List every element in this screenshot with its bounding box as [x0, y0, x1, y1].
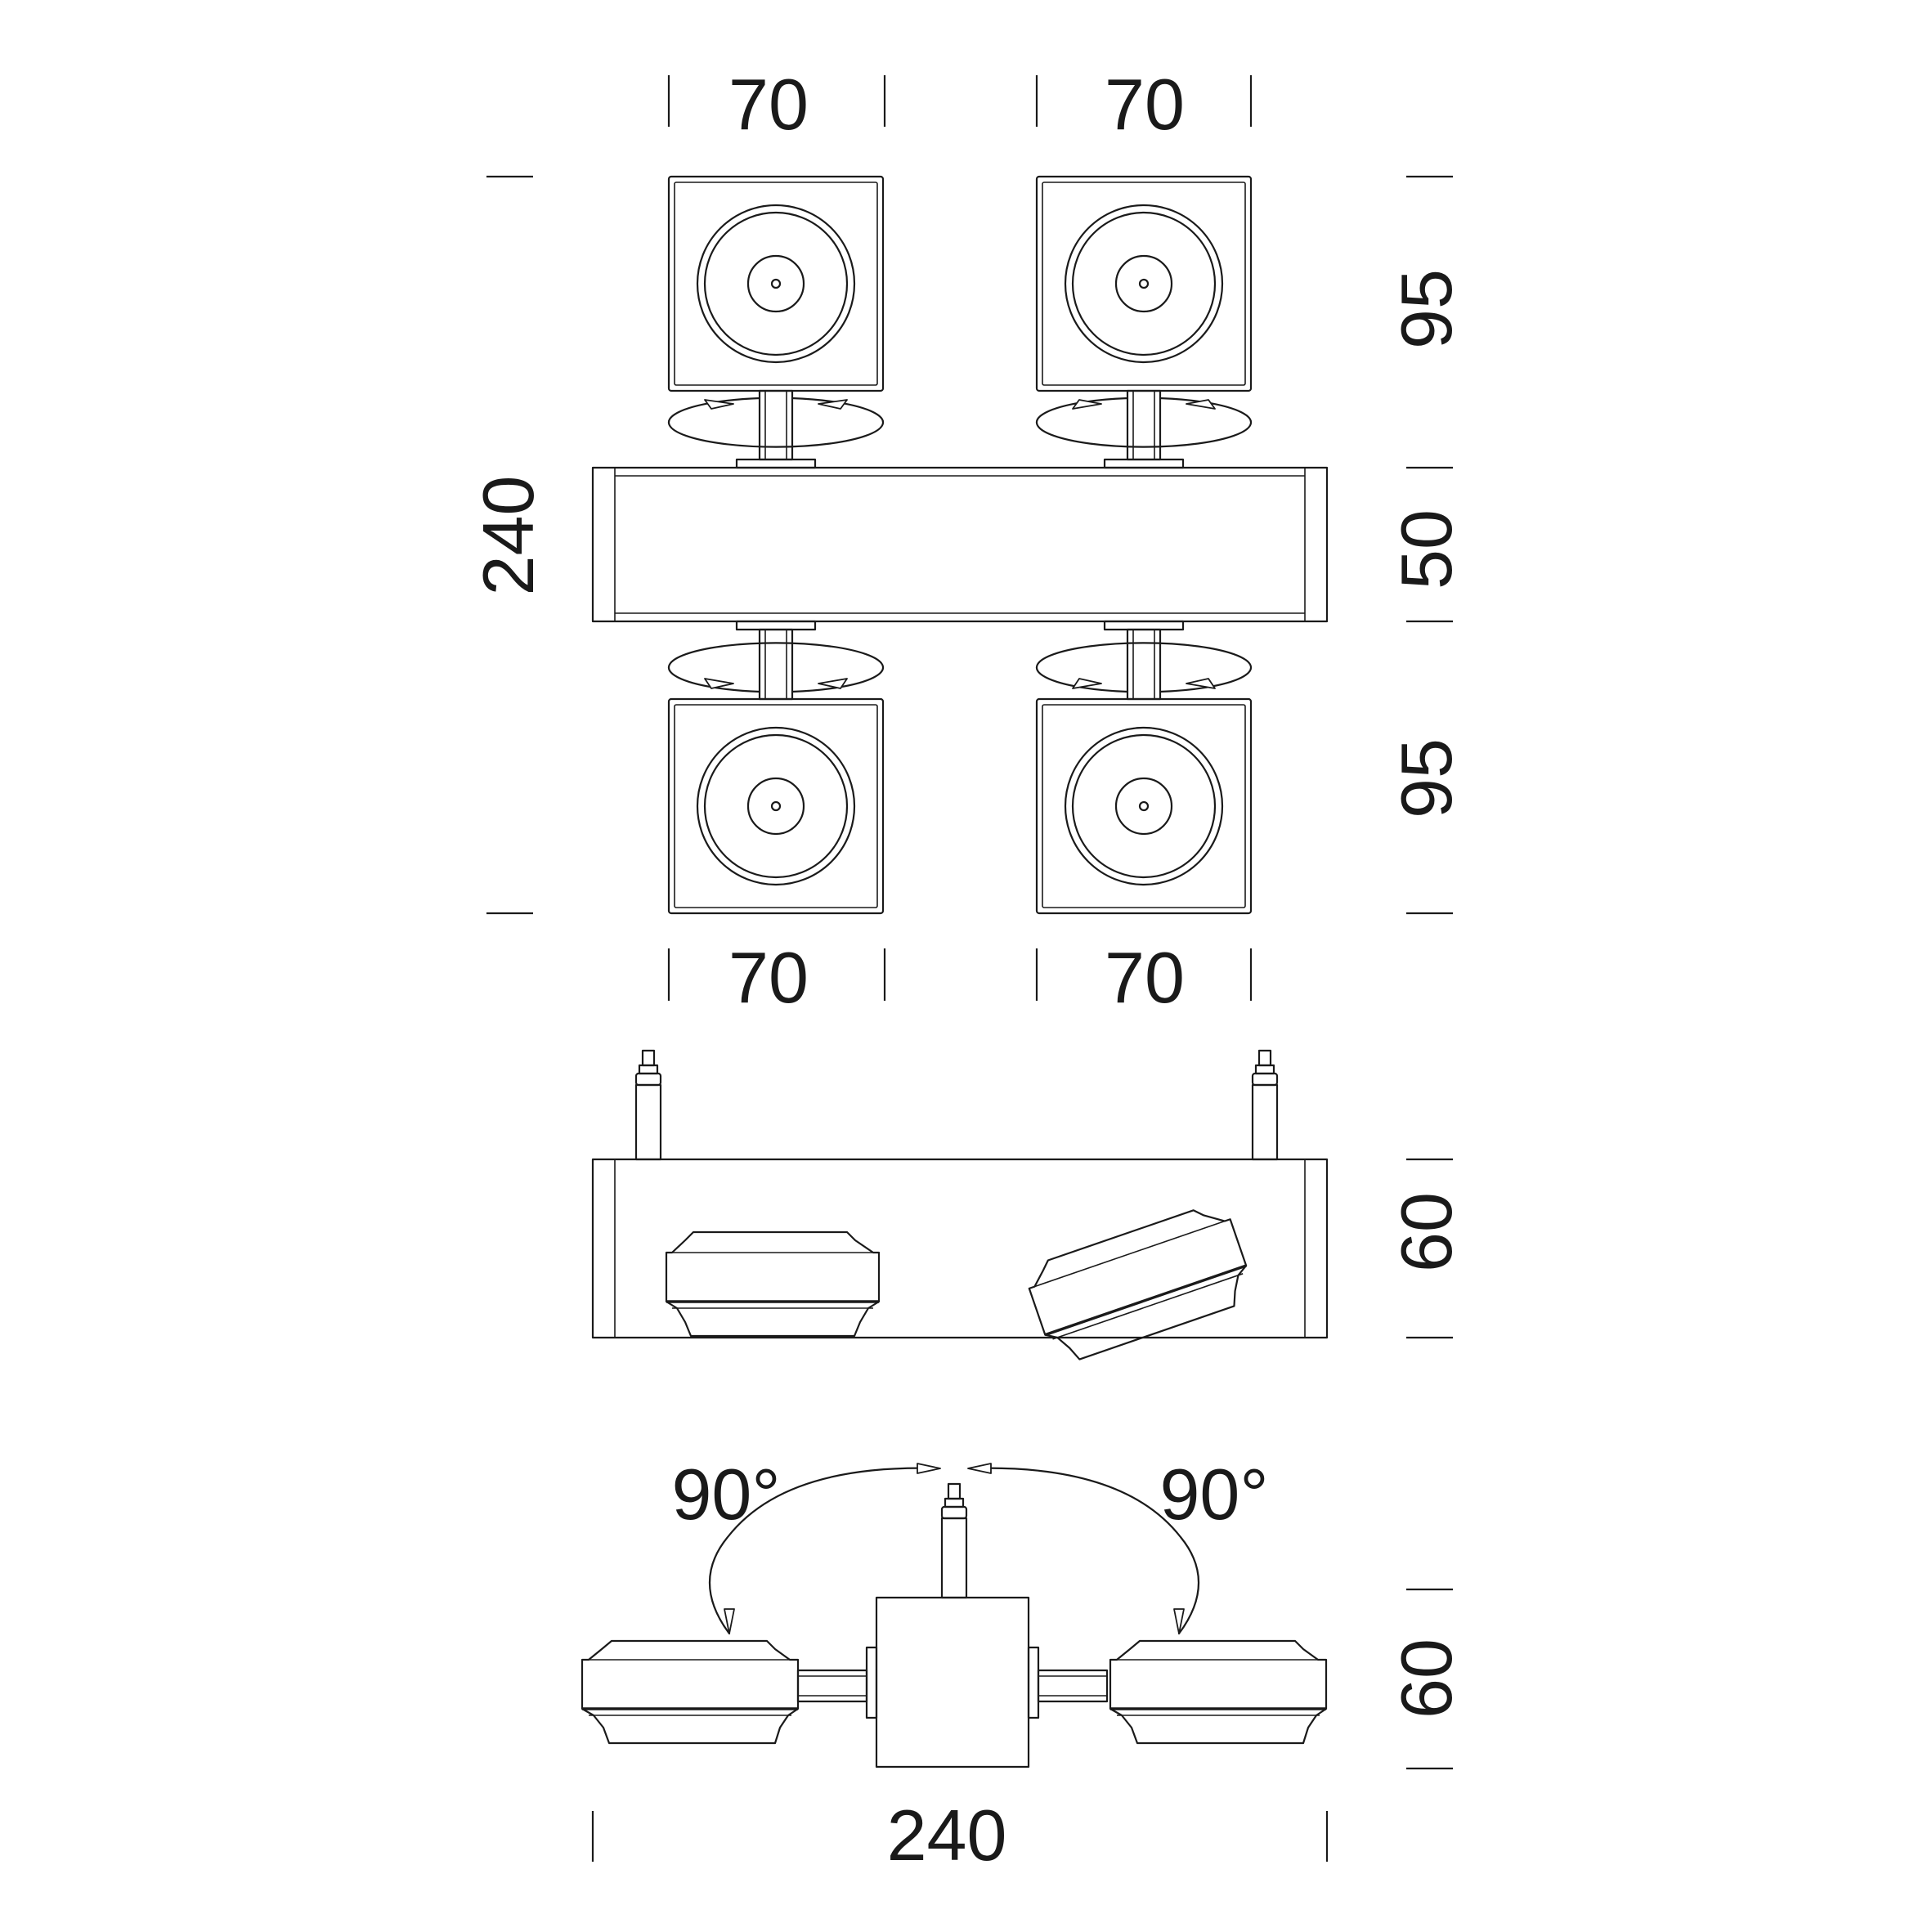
spotlight-lower-left: [667, 620, 885, 915]
arc-arrow: [1173, 1608, 1185, 1634]
angle-label-right: 90°: [1159, 1454, 1268, 1535]
spot-head-side-right: [1109, 1639, 1328, 1745]
spot-head-side-left: [580, 1639, 800, 1745]
arc-arrow: [967, 1463, 992, 1474]
dim-width-upper-right: 70: [1105, 64, 1185, 145]
top-view: 70 70 70 70 240 95 50 95: [468, 64, 1467, 1018]
arm-right: [1037, 1669, 1109, 1703]
dim-width-upper-left: 70: [728, 64, 809, 145]
dim-side-height: 60: [1386, 1638, 1467, 1719]
dim-total-length: 240: [468, 476, 549, 596]
dim-height-lower: 95: [1386, 738, 1467, 818]
dim-height-upper: 95: [1386, 269, 1467, 349]
spot-head-front-right: [1028, 1209, 1248, 1360]
bar-body-side: [865, 1596, 1040, 1768]
track-bar-front: [591, 1158, 1329, 1339]
angle-label-left: 90°: [671, 1454, 780, 1535]
dim-width-lower-right: 70: [1105, 937, 1185, 1018]
track-bar: [591, 466, 1329, 623]
arc-arrow: [724, 1608, 735, 1634]
adapter-pin-side: [940, 1482, 968, 1599]
spot-head-front-left: [665, 1230, 881, 1338]
adapter-pin-left: [634, 1049, 662, 1161]
arc-arrow: [917, 1463, 941, 1474]
spotlight-lower-right: [1035, 620, 1253, 915]
rotation-arc-right: [968, 1467, 1200, 1635]
front-view: 60: [591, 1049, 1467, 1360]
dim-width-lower-left: 70: [728, 937, 809, 1018]
rotation-arc-left: [708, 1467, 940, 1635]
arm-left: [796, 1669, 868, 1703]
dim-front-height: 60: [1386, 1192, 1467, 1272]
adapter-pin-right: [1251, 1049, 1279, 1161]
spotlight-upper-right: [1035, 175, 1253, 469]
dim-height-bar: 50: [1386, 509, 1467, 589]
dim-side-total-width: 240: [887, 1795, 1007, 1876]
side-view: 90° 90°: [580, 1454, 1467, 1876]
spotlight-upper-left: [667, 175, 885, 469]
